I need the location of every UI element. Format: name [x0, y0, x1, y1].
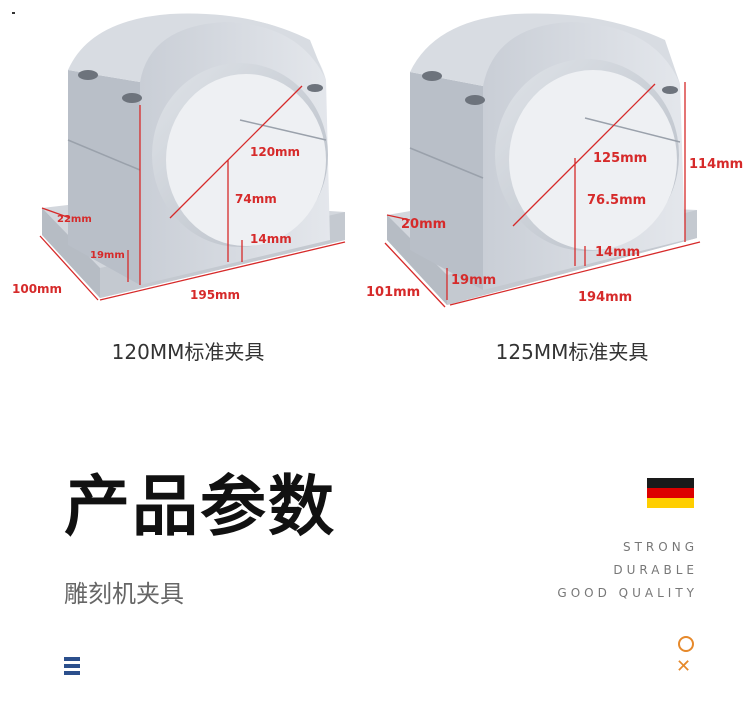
- menu-icon: [64, 657, 80, 679]
- dim-flange-width: 20mm: [401, 217, 446, 232]
- clamp-125-illustration: 125mm 76.5mm 114mm 14mm 194mm 101mm 19mm…: [366, 0, 750, 320]
- section-subtitle: 雕刻机夹具: [64, 580, 184, 608]
- dim-flange-height: 19mm: [90, 250, 125, 261]
- dim-total-height: 114mm: [689, 157, 743, 172]
- dim-base-thickness: 14mm: [595, 245, 640, 260]
- menu-bar: [64, 664, 80, 668]
- flag-stripe-gold: [647, 498, 694, 508]
- dim-center-height: 76.5mm: [587, 193, 646, 208]
- clamp-125-drawing: 125mm 76.5mm 114mm 14mm 194mm 101mm 19mm…: [366, 13, 743, 308]
- tagline-durable: DURABLE: [613, 563, 698, 577]
- dim-bore: 120mm: [250, 145, 300, 159]
- dim-width: 195mm: [190, 288, 240, 302]
- corner-mark: [12, 12, 15, 14]
- circle-icon: [678, 636, 694, 652]
- germany-flag-icon: [647, 478, 694, 508]
- menu-bar: [64, 671, 80, 675]
- clamp-120-illustration: 120mm 74mm 14mm 195mm 100mm 19mm 22mm: [0, 0, 375, 320]
- flag-stripe-black: [647, 478, 694, 488]
- dim-base-thickness: 14mm: [250, 232, 292, 246]
- dim-depth: 100mm: [12, 282, 62, 296]
- menu-bar: [64, 657, 80, 661]
- dim-bore: 125mm: [593, 151, 647, 166]
- tagline-strong: STRONG: [622, 540, 698, 554]
- dim-center-height: 74mm: [235, 192, 277, 206]
- tagline-good-quality: GOOD QUALITY: [557, 586, 698, 600]
- caption-125-clamp: 125MM标准夹具: [495, 340, 649, 364]
- section-title: 产品参数: [64, 468, 336, 545]
- dim-flange-width: 22mm: [57, 214, 92, 225]
- clamp-120-drawing: 120mm 74mm 14mm 195mm 100mm 19mm 22mm: [12, 13, 346, 302]
- dim-flange-height: 19mm: [451, 273, 496, 288]
- dim-width: 194mm: [578, 290, 632, 305]
- close-x-icon: ✕: [676, 656, 692, 677]
- dim-depth: 101mm: [366, 285, 420, 300]
- caption-120-clamp: 120MM标准夹具: [111, 340, 265, 364]
- flag-stripe-red: [647, 488, 694, 498]
